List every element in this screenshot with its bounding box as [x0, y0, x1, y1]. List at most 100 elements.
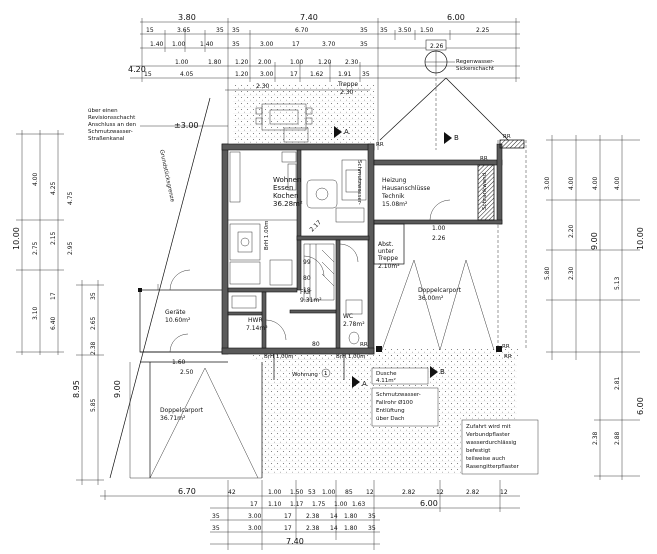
geraete-label: Geräte — [165, 309, 186, 316]
dim-left-a2: 3.10 — [32, 306, 39, 320]
technik-dim-1: 1.00 — [432, 225, 446, 232]
dim-b4-6: 35 — [368, 525, 376, 532]
carport-left-label: Doppelcarport — [160, 407, 204, 414]
dim-b2-0: 17 — [250, 501, 258, 508]
heizung-label: Heizung — [382, 177, 407, 184]
zufahrt-1: Zufahrt wird mit — [466, 424, 512, 430]
dim-r2-4: 6.70 — [295, 27, 309, 34]
dim-b4-3: 2.38 — [306, 525, 320, 532]
wc-area: 2.78m² — [343, 321, 365, 328]
dim-right-outer-bottom: 6.00 — [636, 397, 645, 415]
carport-roof-outline — [379, 77, 527, 350]
dusche-label: Dusche — [376, 371, 397, 377]
dim-r6-0: 2.30 — [256, 83, 270, 90]
dim-right-b5: 2.30 — [568, 266, 575, 280]
sect-b-top: B — [454, 134, 459, 142]
terrace-furniture — [255, 103, 313, 143]
dim-r6-treppe: Treppe — [337, 81, 358, 88]
abst-1: Abst. — [378, 241, 393, 248]
dim-left-b0: 4.25 — [50, 181, 57, 195]
abst-2: unter — [378, 248, 395, 255]
hwr-area: 7.14m² — [246, 325, 268, 332]
zufahrt-3: wasserdurchlässig — [466, 440, 516, 446]
driveway-note: Zufahrt wird mit Verbundpflaster wasserd… — [461, 419, 539, 475]
zufahrt-6: Rasengitterpflaster — [466, 464, 520, 470]
dim-b2-5: 1.63 — [352, 501, 366, 508]
dim-r3-4: 3.00 — [260, 41, 274, 48]
entrance-area: BrH 1.00m BrH 1.00m Wohnung 1 — [264, 354, 366, 380]
soakaway-dim: 2.26 — [430, 43, 444, 50]
rev-3: Anschluss an den — [88, 122, 137, 128]
dim-r2-8: 1.50 — [420, 27, 434, 34]
rr-5: RR — [360, 342, 368, 348]
dim-r4-6: 1.20 — [318, 59, 332, 66]
dim-r4-3: 1.20 — [235, 59, 249, 66]
dim-r5-5: 1.62 — [310, 71, 324, 78]
dim-b2-3: 1.75 — [312, 501, 326, 508]
innen-dim-80: 80 — [312, 341, 320, 348]
dim-r2-7: 3.50 — [398, 27, 412, 34]
dim-r2-0: 15 — [146, 27, 154, 34]
stair-dim-2: 80 — [303, 275, 311, 282]
zufahrt-4: befestigt — [466, 448, 491, 454]
dim-left-b2: 17 — [50, 292, 57, 300]
dim-b1-9: 12 — [436, 489, 444, 496]
dim-right-c6: 2.81 — [614, 376, 621, 390]
schrankwand-label: Schrankwand — [482, 173, 488, 210]
house-walls — [221, 139, 525, 355]
technik-dim-2: 2.26 — [432, 235, 446, 242]
dim-r4-4: 2.00 — [258, 59, 272, 66]
living-furniture: Wohnen Essen Kochen 36.28m² BrH 1.00m — [228, 151, 367, 286]
dim-right-a4: 5.80 — [544, 266, 551, 280]
dim-left-c4: 2.65 — [90, 316, 97, 330]
technik-room: Heizung Hausanschlüsse Technik 15.08m² S… — [356, 160, 488, 242]
geraete-area: 10.60m² — [165, 317, 191, 324]
hausanschluss-label: Hausanschlüsse — [382, 185, 431, 192]
wohnen-label: Wohnen — [273, 176, 301, 184]
dim-b3-2: 17 — [284, 513, 292, 520]
dim-r5-4: 17 — [290, 71, 298, 78]
dim-left-outer: 10.00 — [12, 227, 21, 250]
dim-r4-7: 2.30 — [345, 59, 359, 66]
level-marker: ±3.00 — [174, 121, 199, 130]
dim-b1-1: 42 — [228, 489, 236, 496]
dim-r5-3: 3.00 — [260, 71, 274, 78]
dim-top-3: 6.00 — [447, 13, 465, 22]
kochen-label: Kochen — [273, 192, 299, 200]
dim-right-c8: 2.88 — [614, 431, 621, 445]
dim-b1-10: 2.82 — [466, 489, 480, 496]
stair-dim-4: 2.17 — [308, 219, 323, 234]
rr-1: RR — [503, 134, 511, 140]
zufahrt-2: Verbundpflaster — [466, 432, 511, 438]
dim-r2-2: 35 — [216, 27, 224, 34]
dim-b3-1: 3.00 — [248, 513, 262, 520]
dim-b1-2: 1.00 — [268, 489, 282, 496]
left-dimension-lines: 10.00 4.00 2.75 3.10 4.25 2.15 17 6.40 4… — [12, 130, 122, 485]
dim-right-b2: 2.20 — [568, 224, 575, 238]
dim-r4-1: 1.00 — [175, 59, 189, 66]
technik-label: Technik — [381, 193, 405, 200]
rr-6: RR — [376, 142, 384, 148]
dim-b1-3: 1.50 — [290, 489, 304, 496]
schmutz-2: Fallrohr Ø100 — [376, 399, 413, 406]
dim-r3-5: 17 — [292, 41, 300, 48]
dim-right-c2: 9.00 — [590, 232, 599, 250]
dim-r5-1: 4.05 — [180, 71, 194, 78]
bottom-dimension-lines: 6.70 42 1.00 1.50 53 1.00 85 12 2.82 12 … — [100, 480, 520, 550]
dim-b3-4: 14 — [330, 513, 338, 520]
dim-b1-11: 12 — [500, 489, 508, 496]
dim-r3-0: 1.40 — [150, 41, 164, 48]
dim-b1-8: 2.82 — [402, 489, 416, 496]
rr-4: RR — [502, 344, 510, 350]
carport-small-0: 1.60 — [172, 359, 186, 366]
rev-1: über einen — [88, 108, 118, 114]
sect-a-top: A — [344, 128, 349, 136]
rr-2: RR — [480, 156, 488, 162]
dim-b4-2: 17 — [284, 525, 292, 532]
rev-4: Schmutzwasser- — [88, 129, 133, 135]
dim-b3-3: 2.38 — [306, 513, 320, 520]
wc-label: WC — [343, 313, 353, 320]
dim-r4-2: 1.80 — [208, 59, 222, 66]
dim-left-b4: 6.40 — [50, 316, 57, 330]
